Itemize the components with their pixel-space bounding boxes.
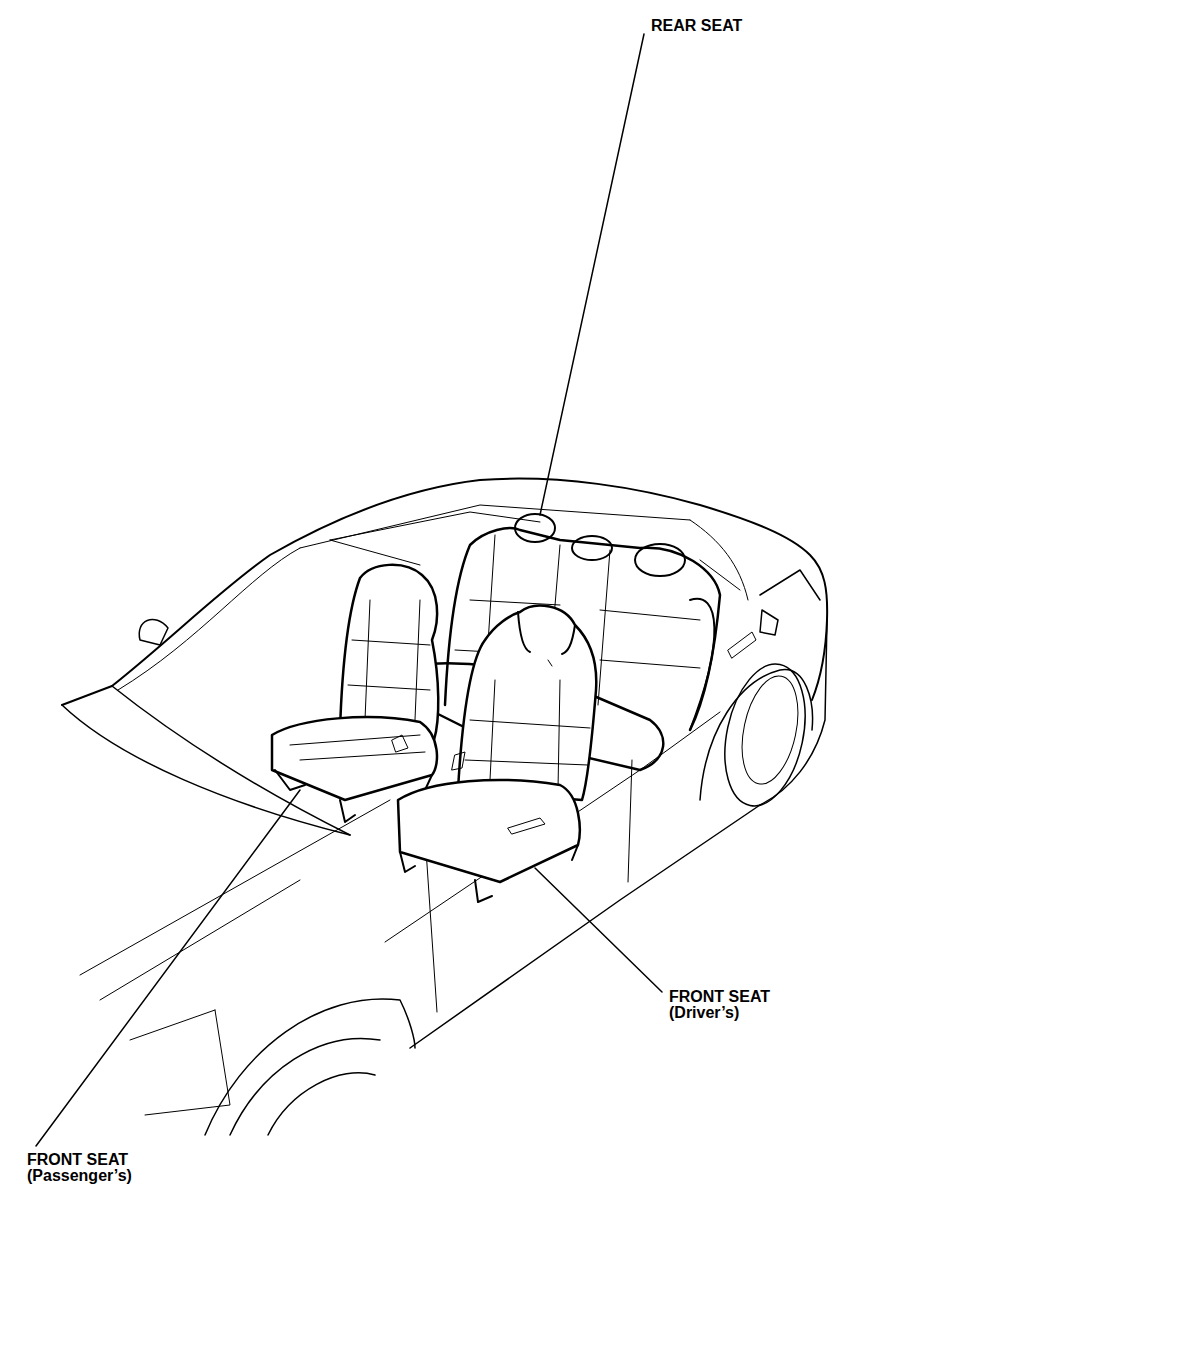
passenger-seat-back	[340, 565, 438, 740]
car-roof	[62, 479, 827, 705]
driver-seat-cushion	[398, 780, 580, 882]
part-label: FRONT SEAT (Driver’s)	[669, 989, 794, 1021]
leader-line	[36, 790, 300, 1146]
driver-seat-rail	[400, 845, 578, 902]
leader-line	[540, 34, 644, 515]
passenger-seat-lines	[290, 735, 425, 760]
mirror	[139, 619, 168, 645]
driver-headrest	[518, 612, 575, 654]
driver-seat-switch	[452, 752, 545, 834]
part-label-text: REAR SEAT	[651, 17, 742, 34]
front-wheel	[230, 1038, 380, 1135]
sunroof	[330, 512, 540, 565]
a-pillar	[118, 548, 300, 690]
part-label: FRONT SEAT (Passenger’s)	[27, 1152, 152, 1184]
rear-wheel-arch	[700, 670, 813, 800]
rear-wheel	[713, 657, 817, 814]
rear-wheel-rim	[733, 671, 807, 789]
rear-armrest	[690, 599, 714, 730]
rear-headrest	[515, 514, 555, 542]
door-handle	[728, 632, 756, 658]
driver-seat-lines	[465, 660, 590, 790]
part-label: REAR SEAT	[651, 18, 791, 34]
part-label-text: FRONT SEAT (Passenger’s)	[27, 1151, 132, 1184]
part-label-text: FRONT SEAT (Driver’s)	[669, 988, 770, 1021]
passenger-seat-lines	[348, 600, 430, 720]
leader-line	[535, 868, 662, 992]
hood-lines	[80, 800, 390, 1115]
rear-bumper	[760, 570, 827, 805]
rear-headrest	[572, 536, 612, 560]
rear-headrest	[635, 544, 685, 576]
front-fender	[205, 999, 415, 1135]
driver-seat-back	[458, 606, 596, 800]
